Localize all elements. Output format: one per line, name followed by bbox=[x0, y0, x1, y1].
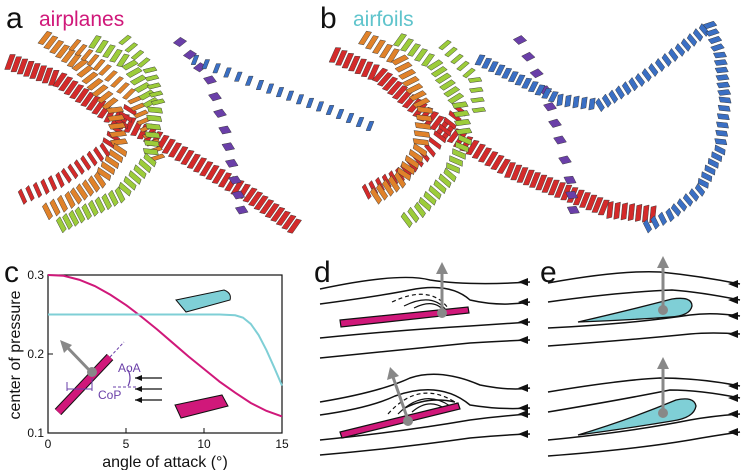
inset-plate-diagram: AoA CoP bbox=[54, 340, 162, 416]
panel-letter-d: d bbox=[314, 256, 331, 289]
trajectory-purple-a bbox=[172, 37, 249, 215]
x-tick-label: 5 bbox=[123, 437, 130, 451]
trajectory-green-a2 bbox=[118, 34, 166, 106]
airfoil-bottom bbox=[577, 357, 697, 436]
series-line-1 bbox=[47, 274, 283, 418]
trajectory-blue-b bbox=[474, 20, 732, 234]
panel-title-airplanes: airplanes bbox=[39, 8, 125, 31]
trajectory-orange-b bbox=[358, 30, 434, 205]
flat-plate-bottom bbox=[339, 367, 461, 439]
trajectory-green-b bbox=[393, 33, 473, 229]
x-tick-label: 15 bbox=[275, 437, 289, 451]
panel-letter-b: b bbox=[320, 2, 337, 35]
magenta-plate-pictogram bbox=[174, 394, 229, 419]
trajectory-blue-a bbox=[190, 55, 375, 131]
trajectory-green-b2 bbox=[438, 39, 487, 113]
trajectory-green-a bbox=[56, 35, 163, 234]
y-tick-label: 0.2 bbox=[27, 347, 44, 361]
x-axis-label: angle of attack (°) bbox=[102, 454, 228, 470]
panel-letter-e: e bbox=[540, 256, 557, 289]
flat-plate-top bbox=[339, 262, 470, 328]
cop-label: CoP bbox=[98, 388, 121, 402]
panel-title-airfoils: airfoils bbox=[353, 8, 414, 31]
airfoil-top bbox=[577, 256, 693, 323]
cyan-airfoil-pictogram bbox=[175, 289, 231, 313]
y-axis-label: center of pressure bbox=[7, 290, 24, 419]
x-tick-label: 0 bbox=[45, 437, 52, 451]
panel-letter-c: c bbox=[4, 256, 19, 289]
panel-letter-a: a bbox=[6, 2, 23, 35]
series-line-2 bbox=[48, 313, 283, 386]
aoa-label: AoA bbox=[118, 361, 141, 375]
trajectory-red-a bbox=[4, 54, 302, 234]
x-tick-label: 10 bbox=[197, 437, 211, 451]
y-tick-label: 0.3 bbox=[27, 268, 44, 282]
trajectory-orange-a bbox=[37, 31, 128, 221]
y-tick-label: 0.1 bbox=[27, 426, 44, 440]
